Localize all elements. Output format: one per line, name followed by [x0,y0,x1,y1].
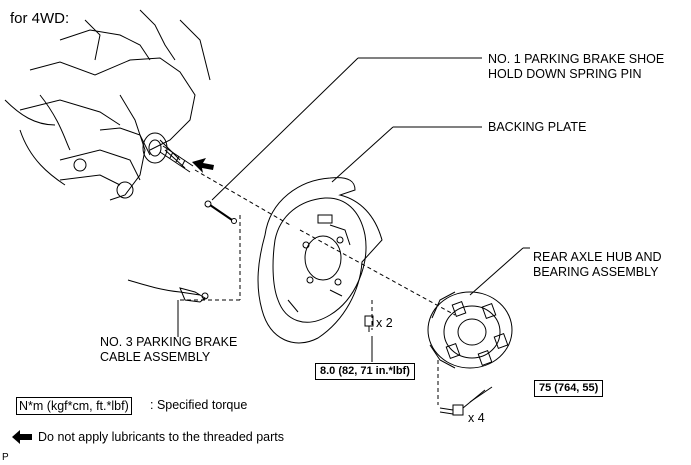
footer-mark: P [2,452,9,463]
lubricant-arrow-icon [12,430,32,444]
hub-bolt-qty: x 4 [468,411,485,425]
parking-brake-cable-drawing [127,279,209,303]
backing-plate-bolt-qty: x 2 [376,316,393,330]
torque-legend-desc: : Specified torque [150,398,248,412]
suspension-knuckle-drawing [4,9,211,201]
backing-plate-drawing [257,177,383,344]
hub-bearing-drawing [427,291,513,369]
lubricant-note: Do not apply lubricants to the threaded … [38,430,284,444]
no-lubricant-arrow-icon [192,158,214,173]
label-cable-assembly: NO. 3 PARKING BRAKE CABLE ASSEMBLY [100,335,238,364]
assembly-guide-lines [180,169,456,405]
torque-legend-unit: N*m (kgf*cm, ft.*lbf) [16,397,132,415]
label-backing-plate: BACKING PLATE [488,120,587,134]
torque-hub-bolt: 75 (764, 55) [534,380,604,397]
hub-bolt-drawing [439,389,486,416]
spring-pin-drawing [204,200,237,224]
torque-backing-plate: 8.0 (82, 71 in.*lbf) [315,363,415,380]
page-title: for 4WD: [10,10,70,27]
leader-lines [177,57,530,403]
backing-plate-bolt-drawing [364,315,374,332]
label-spring-pin: NO. 1 PARKING BRAKE SHOE HOLD DOWN SPRIN… [488,52,665,81]
label-hub-assembly: REAR AXLE HUB AND BEARING ASSEMBLY [533,250,662,279]
